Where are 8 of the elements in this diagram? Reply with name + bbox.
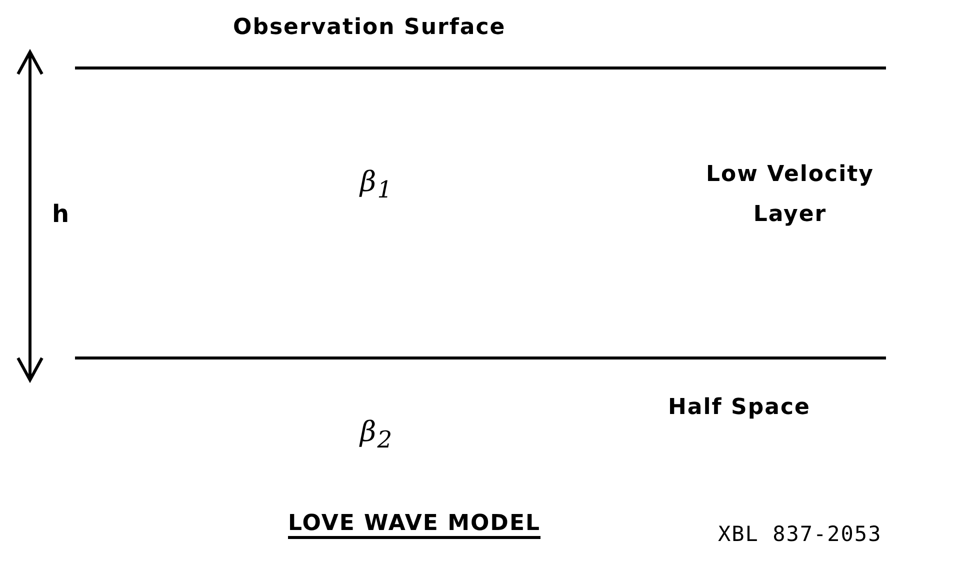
half-space-label: Half Space [668,394,810,422]
dimension-label: h [52,199,70,230]
half-space-velocity-label: β$_{2}$ [360,414,394,456]
surface-label: Observation Surface [233,14,506,42]
layer-label: Low Velocity Layer [705,161,875,229]
figure-number: XBL 837-2053 [718,521,882,548]
caption: LOVE WAVE MODEL [288,510,540,538]
layer-velocity-label: β$_{1}$ [360,164,394,206]
